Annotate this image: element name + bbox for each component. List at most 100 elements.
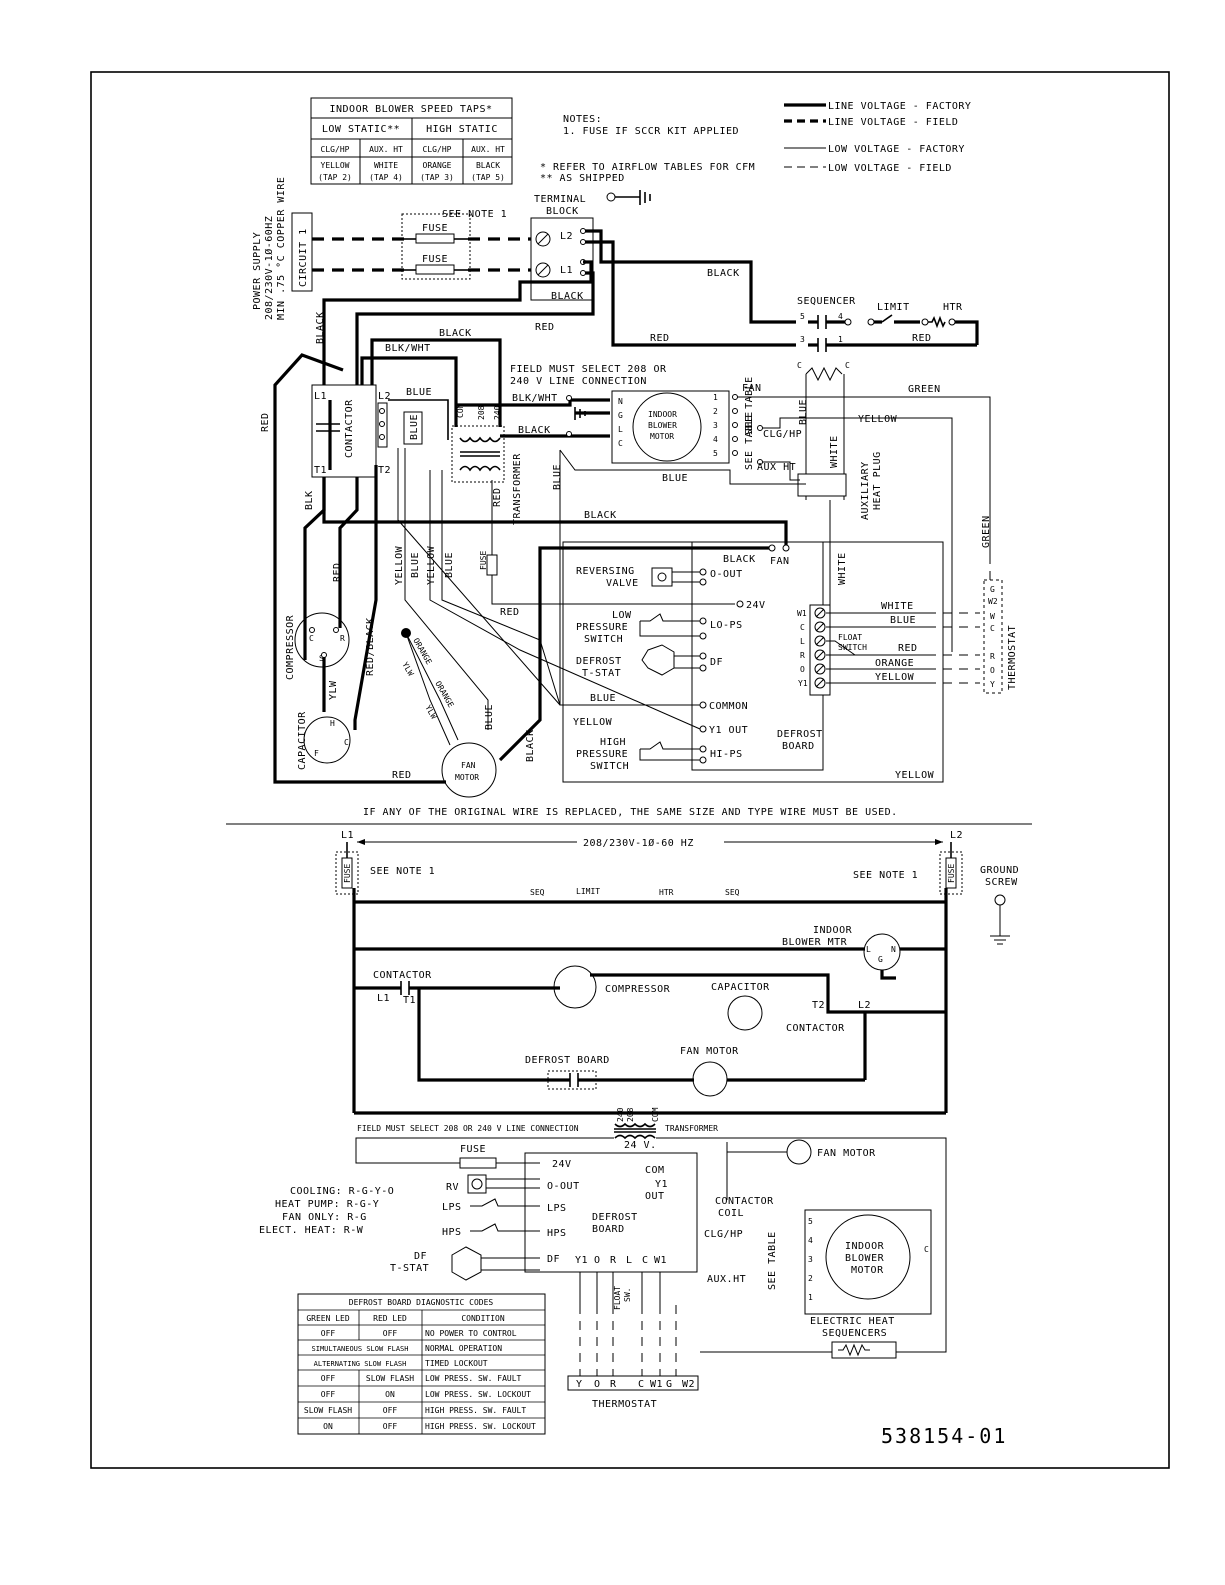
terminal-block-label: BLOCK	[546, 206, 579, 217]
svg-text:T2: T2	[378, 465, 391, 476]
board-term-hi-ps: HI-PS	[710, 749, 743, 760]
speed-tap-color: ORANGE	[423, 161, 452, 170]
board-term-24v: 24V	[746, 600, 766, 611]
wire-label-blue: BLUE	[798, 399, 809, 425]
circuit-label: CIRCUIT 1	[298, 228, 309, 287]
svg-text:MOTOR: MOTOR	[650, 432, 674, 441]
svg-text:T1: T1	[403, 995, 416, 1006]
svg-text:BLOWER: BLOWER	[648, 421, 677, 430]
svg-text:DF: DF	[547, 1254, 560, 1265]
speed-tap-group: LOW STATIC**	[322, 124, 400, 135]
svg-text:C: C	[797, 361, 802, 370]
svg-text:SEQ: SEQ	[530, 888, 545, 897]
fuse-label: FUSE	[460, 1144, 486, 1155]
wire-label-ylw: YLW	[423, 704, 438, 721]
reversing-valve-label: REVERSING	[576, 566, 635, 577]
svg-text:208: 208	[477, 405, 486, 420]
svg-text:LPS: LPS	[547, 1203, 567, 1214]
svg-text:Y1: Y1	[575, 1255, 588, 1266]
svg-text:HPS: HPS	[442, 1227, 462, 1238]
diagnostic-table: DEFROST BOARD DIAGNOSTIC CODES GREEN LED…	[297, 1293, 546, 1435]
wire-label-blue: BLUE	[410, 552, 421, 578]
svg-text:L2: L2	[560, 231, 573, 242]
svg-text:1: 1	[808, 1293, 813, 1302]
svg-text:OFF: OFF	[321, 1329, 336, 1338]
svg-text:LOW PRESS. SW. FAULT: LOW PRESS. SW. FAULT	[425, 1374, 522, 1383]
svg-text:L: L	[800, 637, 805, 646]
svg-text:R: R	[340, 634, 345, 643]
sequencer-label: SEQUENCER	[797, 296, 856, 307]
wire-label-red: RED	[500, 607, 520, 618]
svg-text:INDOOR: INDOOR	[845, 1241, 885, 1252]
wire-label-yellow: YELLOW	[858, 414, 898, 425]
svg-text:MOTOR: MOTOR	[455, 773, 479, 782]
svg-text:C: C	[309, 634, 314, 643]
svg-text:HTR: HTR	[659, 888, 674, 897]
svg-text:BLOWER: BLOWER	[845, 1253, 885, 1264]
power-supply-label: POWER SUPPLY	[252, 232, 263, 310]
speed-tap-mode: CLG/HP	[423, 145, 452, 154]
svg-text:OFF: OFF	[383, 1422, 398, 1431]
board-term-df: DF	[710, 657, 723, 668]
htr-label: HTR	[943, 302, 963, 313]
svg-text:DEFROST: DEFROST	[576, 656, 622, 667]
svg-text:TIMED LOCKOUT: TIMED LOCKOUT	[425, 1359, 488, 1368]
svg-text:O: O	[990, 666, 995, 675]
svg-text:N: N	[891, 945, 896, 954]
svg-text:HIGH PRESS. SW. LOCKOUT: HIGH PRESS. SW. LOCKOUT	[425, 1422, 536, 1431]
ground-label: SCREW	[985, 877, 1018, 888]
svg-text:C: C	[990, 624, 995, 633]
svg-text:W: W	[990, 612, 995, 621]
svg-text:NORMAL OPERATION: NORMAL OPERATION	[425, 1344, 502, 1353]
svg-text:DF: DF	[414, 1251, 427, 1262]
wire-label-yellow: YELLOW	[573, 717, 613, 728]
part-number: 538154-01	[881, 1424, 1007, 1448]
wire-label-blue: BLUE	[406, 387, 432, 398]
indoor-blower-label: INDOOR	[813, 925, 853, 936]
svg-text:3: 3	[713, 421, 718, 430]
svg-text:C: C	[845, 361, 850, 370]
aux-plug-label: HEAT PLUG	[872, 451, 883, 510]
svg-text:O: O	[800, 665, 805, 674]
svg-text:T-STAT: T-STAT	[582, 668, 621, 679]
svg-text:L: L	[618, 425, 623, 434]
wire-label-blue: BLUE	[590, 693, 616, 704]
svg-text:SLOW FLASH: SLOW FLASH	[366, 1374, 414, 1383]
field-select-note: FIELD MUST SELECT 208 OR	[510, 364, 667, 375]
svg-text:2: 2	[713, 407, 718, 416]
speed-tap-color: WHITE	[374, 161, 398, 170]
svg-text:T2: T2	[812, 1000, 825, 1011]
svg-text:O: O	[594, 1255, 601, 1266]
wire-label-blue: BLUE	[484, 704, 495, 730]
svg-text:2: 2	[808, 1274, 813, 1283]
wire-label-yellow: YELLOW	[875, 672, 915, 683]
contactor-label: CONTACTOR	[344, 399, 355, 458]
see-table-label: SEE TABLE	[744, 376, 755, 435]
wire-label-black: BLACK	[315, 311, 326, 344]
indoor-blower-label: BLOWER MTR	[782, 937, 848, 948]
svg-text:W1: W1	[797, 609, 807, 618]
speed-tap-number: (TAP 2)	[318, 173, 352, 182]
svg-text:L: L	[626, 1255, 633, 1266]
svg-text:W2: W2	[988, 597, 998, 606]
speed-tap-group: HIGH STATIC	[426, 124, 498, 135]
clg-hp-label: CLG/HP	[704, 1229, 743, 1240]
svg-text:N: N	[618, 397, 623, 406]
board-term-fan: FAN	[770, 556, 790, 567]
svg-text:NO POWER TO CONTROL: NO POWER TO CONTROL	[425, 1329, 517, 1338]
speed-tap-mode: AUX. HT	[471, 145, 505, 154]
wire-label-red: RED	[260, 412, 271, 432]
transformer-label: TRANSFORMER	[665, 1124, 718, 1133]
defrost-board-label: DEFROST BOARD	[525, 1055, 610, 1066]
wire-label-red: RED	[650, 333, 670, 344]
svg-text:OFF: OFF	[321, 1374, 336, 1383]
svg-text:NOTES:: NOTES:	[563, 114, 602, 125]
svg-text:1: 1	[713, 393, 718, 402]
see-note-label: SEE NOTE 1	[853, 870, 918, 881]
wire-label-redblack: RED/BLACK	[365, 617, 376, 676]
wire-label-blkwht: BLK/WHT	[385, 343, 431, 354]
fuse-label: FUSE	[422, 223, 448, 234]
aux-ht-label: AUX.HT	[707, 1274, 746, 1285]
svg-text:L1: L1	[560, 265, 573, 276]
legend-label: LINE VOLTAGE - FACTORY	[828, 101, 971, 112]
